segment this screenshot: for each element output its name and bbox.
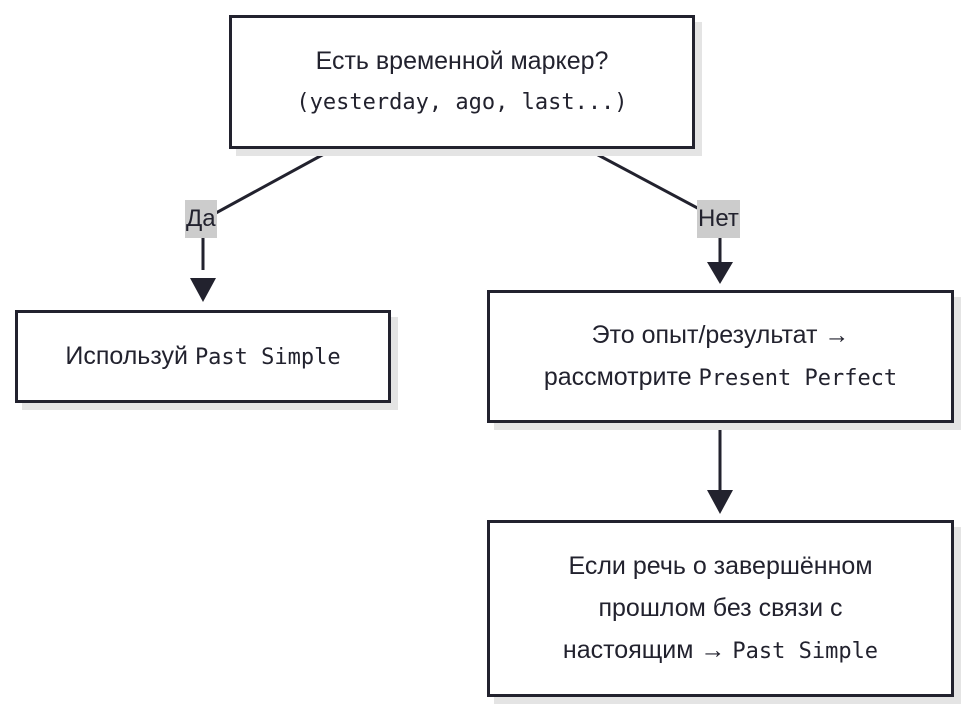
edge-no-arrowhead <box>707 262 733 284</box>
node-completed-past-simple: Если речь о завершённом прошлом без связ… <box>487 520 954 697</box>
edge-yes <box>201 146 336 270</box>
node-final-line3-ru: настоящим → <box>562 635 733 664</box>
node-no-line1: Это опыт/результат → <box>591 320 850 349</box>
node-no-line2-en: Present Perfect <box>698 365 898 391</box>
node-final-line1: Если речь о завершённом <box>568 551 873 580</box>
node-final-line3-en: Past Simple <box>732 638 879 664</box>
node-start-line2: (yesterday, ago, last...) <box>296 90 628 115</box>
node-final-line2: прошлом без связи с <box>598 593 843 622</box>
node-use-past-simple: Используй Past Simple <box>15 310 391 403</box>
edge-yes-arrowhead <box>190 278 216 302</box>
node-yes-text-en: Past Simple <box>194 344 341 370</box>
node-time-marker-question: Есть временной маркер? (yesterday, ago, … <box>229 15 695 149</box>
edge-label-yes: Да <box>185 200 217 238</box>
node-yes-text-ru: Используй <box>65 341 195 370</box>
node-no-line2-ru: рассмотрите <box>543 362 699 391</box>
node-consider-present-perfect: Это опыт/результат → рассмотрите Present… <box>487 290 954 423</box>
node-start-line1: Есть временной маркер? <box>315 47 609 75</box>
edge-final-arrowhead <box>707 490 733 514</box>
edge-label-no: Нет <box>697 200 740 238</box>
